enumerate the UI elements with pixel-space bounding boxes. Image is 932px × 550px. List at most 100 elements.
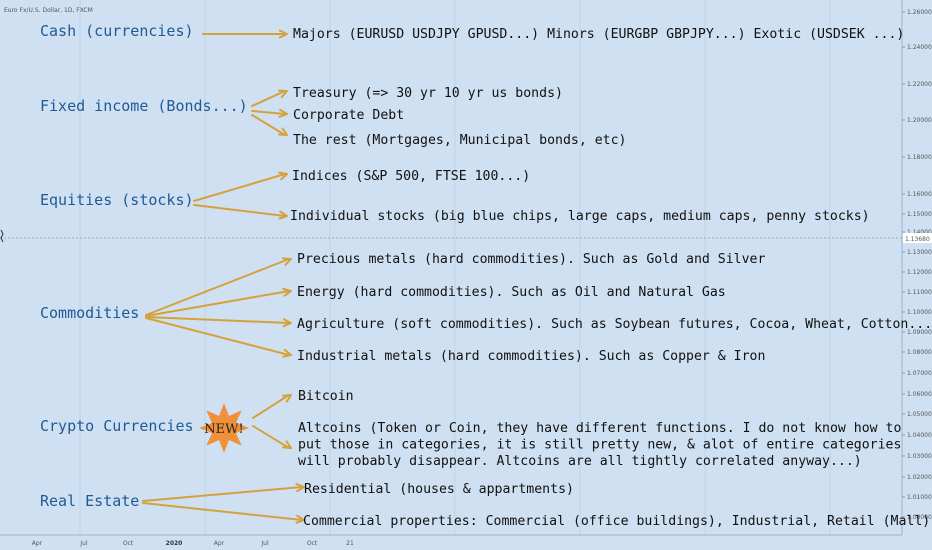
category-label: Commodities	[40, 304, 139, 322]
category-label: Fixed income (Bonds...)	[40, 97, 248, 115]
y-tick-label: 1.14000	[907, 229, 932, 236]
y-tick-label: 1.15000	[907, 211, 932, 218]
y-tick-label: 1.11000	[907, 289, 932, 296]
x-tick-label: Jul	[79, 540, 88, 547]
y-tick-label: 1.01000	[907, 494, 932, 501]
arrow	[251, 108, 288, 118]
item-text: Bitcoin	[298, 389, 354, 404]
category-label: Cash (currencies)	[40, 22, 194, 40]
badge-label: NEW!	[204, 422, 243, 437]
arrow	[252, 425, 292, 449]
y-tick-label: 1.06000	[907, 391, 932, 398]
arrow-shaft	[142, 486, 303, 502]
arrow-head	[278, 210, 288, 220]
arrow-shaft	[252, 394, 290, 419]
arrow-head	[282, 287, 292, 297]
badge-star-icon	[199, 403, 249, 453]
arrow	[145, 317, 292, 358]
item-text: Residential (houses & appartments)	[304, 482, 574, 497]
arrow-head	[282, 318, 292, 328]
y-tick-label: 1.05000	[907, 411, 932, 418]
x-tick-label: Jul	[260, 540, 269, 547]
y-tick-label: 1.18000	[907, 154, 932, 161]
arrow-shaft	[145, 258, 290, 316]
item-text: Corporate Debt	[293, 108, 404, 123]
y-tick-label: 1.03000	[907, 453, 932, 460]
arrow-shaft	[142, 502, 303, 521]
chart-title: Euro Fx/U.S. Dollar, 1D, FXCM	[4, 7, 93, 14]
arrow-shaft	[251, 110, 286, 115]
item-text: Indices (S&P 500, FTSE 100...)	[292, 169, 530, 184]
y-tick-label: 1.04000	[907, 432, 932, 439]
item-text: Energy (hard commodities). Such as Oil a…	[297, 285, 726, 300]
grid	[79, 0, 831, 535]
arrow-head	[278, 29, 288, 39]
x-tick-label: Oct	[123, 540, 134, 547]
item-text: The rest (Mortgages, Municipal bonds, et…	[293, 133, 626, 148]
arrow	[193, 204, 288, 220]
y-tick-label: 1.08000	[907, 349, 932, 356]
arrow-head	[295, 483, 305, 493]
x-tick-label: Apr	[32, 540, 43, 547]
arrow-shaft	[251, 90, 286, 107]
arrow-head	[282, 257, 292, 266]
arrow	[142, 502, 305, 524]
y-tick-label: 1.24000	[907, 44, 932, 51]
y-axis: 1.260001.240001.220001.200001.180001.160…	[901, 0, 932, 535]
item-text: Agriculture (soft commodities). Such as …	[297, 317, 932, 332]
current-price-tag	[903, 233, 932, 243]
arrow-shaft	[193, 204, 286, 217]
price-line: 1.13680	[0, 229, 932, 243]
arrow	[252, 394, 292, 419]
arrow	[142, 483, 305, 502]
arrow-shaft	[193, 173, 286, 202]
y-tick-label: 1.20000	[907, 117, 932, 124]
x-tick-label: Oct	[307, 540, 318, 547]
y-tick-label: 1.07000	[907, 370, 932, 377]
arrow-shaft	[252, 425, 290, 449]
y-tick-label: 1.22000	[907, 81, 932, 88]
arrow-shaft	[251, 114, 286, 136]
y-tick-label: 1.09000	[907, 329, 932, 336]
category-label: Equities (stocks)	[40, 191, 194, 209]
item-text: Industrial metals (hard commodities). Su…	[297, 349, 765, 364]
arrow-head	[282, 348, 292, 358]
item-text: Majors (EURUSD USDJPY GPUSD...) Minors (…	[293, 27, 904, 42]
y-tick-label: 1.00000	[907, 514, 932, 521]
item-text: Treasury (=> 30 yr 10 yr us bonds)	[293, 86, 563, 101]
category-label: Crypto Currencies	[40, 417, 194, 435]
y-tick-label: 1.26000	[907, 9, 932, 16]
y-tick-label: 1.02000	[907, 474, 932, 481]
arrows	[142, 29, 305, 524]
category-label: Real Estate	[40, 492, 139, 510]
item-text: Precious metals (hard commodities). Such…	[297, 252, 765, 267]
item-text-line: put those in categories, it is still pre…	[298, 438, 901, 453]
arrow	[145, 287, 292, 317]
mindmap: Cash (currencies) Majors (EURUSD USDJPY G…	[40, 22, 932, 529]
x-tick-label: 2020	[166, 540, 183, 547]
arrow	[251, 89, 288, 107]
price-marker-icon	[0, 229, 4, 243]
item-text: Individual stocks (big blue chips, large…	[290, 209, 870, 224]
arrow-head	[278, 89, 288, 99]
arrow	[145, 316, 292, 328]
arrow	[251, 114, 288, 136]
y-tick-label: 1.13000	[907, 249, 932, 256]
arrow-head	[278, 127, 288, 136]
arrow-head	[278, 171, 288, 181]
new-badge: NEW!	[199, 403, 249, 453]
current-price-label: 1.13680	[905, 236, 930, 243]
arrow-shaft	[145, 316, 290, 324]
arrow-head	[282, 394, 292, 403]
arrow	[145, 257, 292, 316]
arrow	[193, 171, 288, 202]
y-tick-label: 1.12000	[907, 269, 932, 276]
arrow-head	[282, 440, 292, 449]
y-tick-label: 1.10000	[907, 309, 932, 316]
arrow	[202, 29, 288, 39]
arrow-head	[295, 514, 305, 524]
x-tick-label: 21	[346, 540, 354, 547]
item-text-line: will probably disappear. Altcoins are al…	[298, 454, 862, 469]
